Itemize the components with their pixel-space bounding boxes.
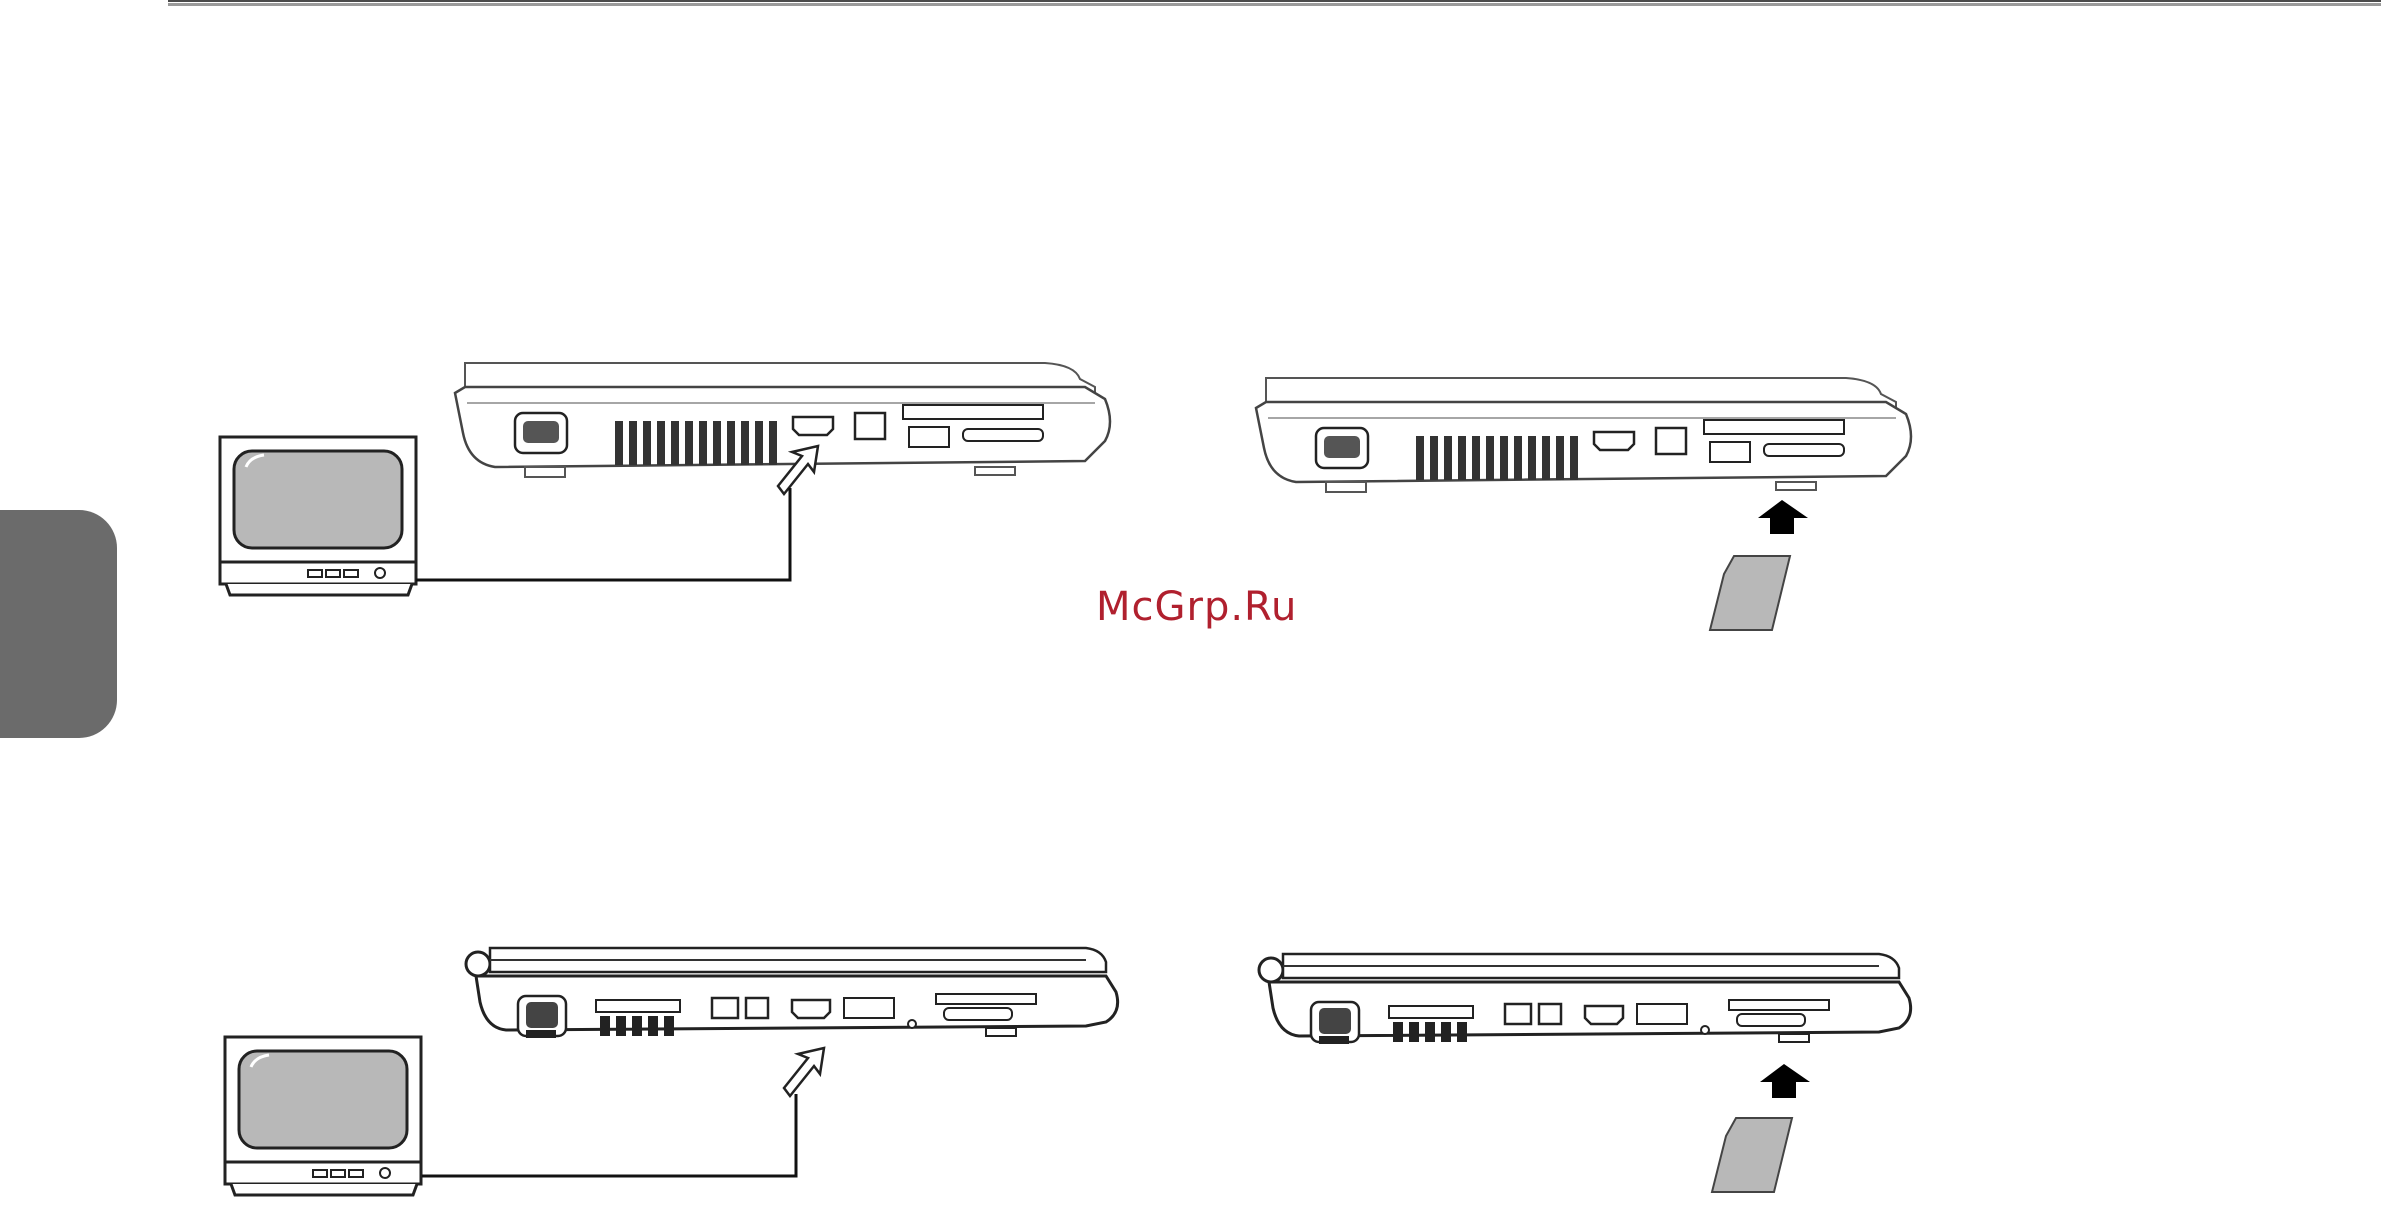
laptop-side-icon [455,363,1110,477]
hdmi-cable-line [416,488,790,580]
solid-arrow-icon [1760,1064,1810,1098]
outline-arrow-icon [784,1048,824,1096]
memory-card-icon [1712,1118,1792,1192]
solid-arrow-icon [1758,500,1808,534]
laptop-side-icon [466,948,1118,1038]
laptop-side-icon [1259,954,1911,1044]
memory-card-icon [1710,556,1790,630]
tv-icon [220,437,416,595]
hdmi-cable-line [422,1094,796,1176]
tv-icon [225,1037,421,1195]
laptop-side-icon [1256,378,1911,492]
